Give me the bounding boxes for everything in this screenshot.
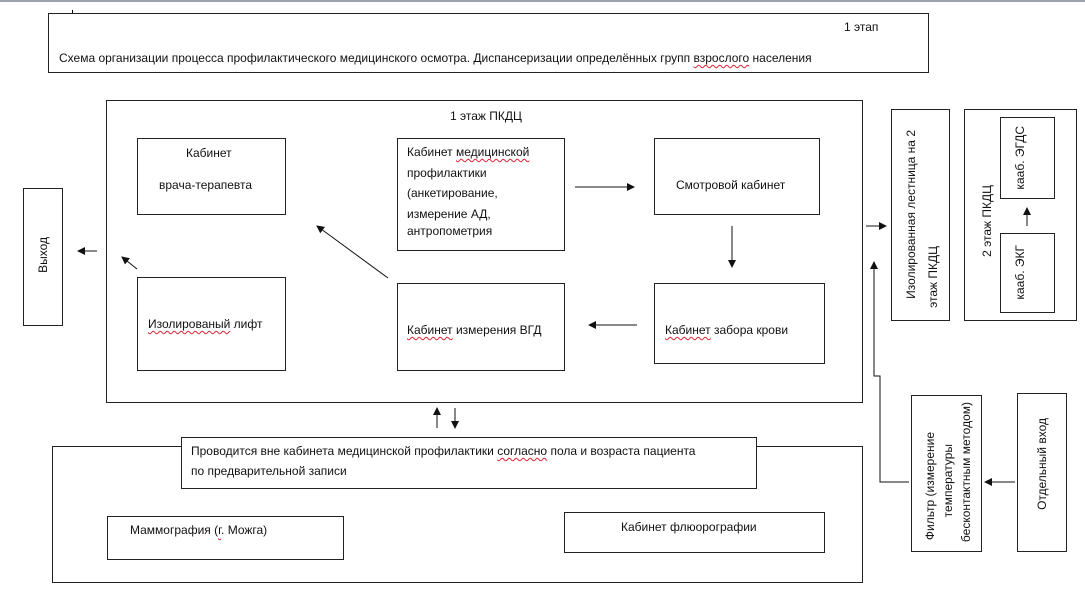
note-line1-a: Проводится вне кабинета медицинской проф… xyxy=(191,444,498,458)
note-line1-b: согласно xyxy=(497,444,548,458)
fluorography-label: Кабинет флюорографии xyxy=(621,520,757,534)
prevention-line4: измерение АД, xyxy=(407,207,491,221)
page-title: Схема организации процесса профилактичес… xyxy=(59,50,812,66)
mammo-a: Маммография ( xyxy=(130,523,219,537)
prevention-line2: профилактики xyxy=(407,166,487,180)
blood-label-a: Кабинет xyxy=(665,323,711,337)
page-title-part2: взрослого xyxy=(693,51,750,65)
lift-label-a: Изолированый xyxy=(148,317,231,331)
iop-label-b: измерения ВГД xyxy=(452,323,542,337)
note-line2: по предварительной записи xyxy=(191,464,347,478)
mammo-b: г xyxy=(218,523,222,537)
therapist-room: Кабинет врача-терапевта xyxy=(137,138,286,215)
exam-room-label: Смотровой кабинет xyxy=(676,178,786,192)
lift-label-b: лифт xyxy=(230,317,263,331)
note-line1-c: пола и возраста пациента xyxy=(547,444,696,458)
separate-entrance: Отдельный вход xyxy=(1017,393,1067,552)
iop-room: Кабинет измерения ВГД xyxy=(397,283,565,371)
note-line1: Проводится вне кабинета медицинской проф… xyxy=(191,443,695,459)
fluorography-room: Кабинет флюорографии xyxy=(564,512,825,553)
therapist-line2: врача-терапевта xyxy=(159,178,253,192)
mammography-label: Маммография (г. Можга) xyxy=(130,522,267,538)
outside-note: Проводится вне кабинета медицинской проф… xyxy=(181,437,757,489)
page-title-part3: населения xyxy=(749,51,812,65)
iop-label: Кабинет измерения ВГД xyxy=(407,322,541,338)
prevention-line1-b: медицинской xyxy=(455,145,530,159)
mammo-c: . Можга) xyxy=(221,523,268,537)
blood-label: Кабинет забора крови xyxy=(665,322,788,338)
header-box: 1 этап Схема организации процесса профил… xyxy=(48,13,929,73)
prevention-line5: антропометрия xyxy=(407,224,493,238)
page-title-part1: Схема организации процесса профилактичес… xyxy=(59,51,694,65)
egds-room: кааб. ЭГДС xyxy=(1000,117,1055,199)
floor1-label: 1 этаж ПКДЦ xyxy=(450,109,522,123)
blood-room: Кабинет забора крови xyxy=(654,283,825,364)
exit-box: Выход xyxy=(23,188,63,326)
blood-label-b: забора крови xyxy=(710,323,789,337)
arrow-iop-to-therapist xyxy=(316,225,389,279)
mammography-room: Маммография (г. Можга) xyxy=(107,516,344,560)
lift-label: Изолированый лифт xyxy=(148,316,262,332)
window-top-border xyxy=(0,0,1085,2)
isolated-lift: Изолированый лифт xyxy=(137,277,286,371)
prevention-room: Кабинет медицинской профилактики (анкети… xyxy=(397,138,565,251)
prevention-line1: Кабинет медицинской xyxy=(407,144,529,160)
prevention-line3: (анкетирование, xyxy=(407,186,498,200)
exam-room: Смотровой кабинет xyxy=(654,138,820,215)
prevention-line1-a: Кабинет xyxy=(407,145,456,159)
temperature-filter: Фильтр (измерение температуры бесконтакт… xyxy=(911,395,982,552)
arrow-filter-to-floor1 xyxy=(870,261,909,483)
arrow-lift-to-exit-diag xyxy=(121,256,138,270)
isolated-stairs: Изолированная лестница на 2 этаж ПКДЦ xyxy=(891,109,950,321)
therapist-line1: Кабинет xyxy=(186,146,232,160)
iop-label-a: Кабинет xyxy=(407,323,453,337)
stage-label: 1 этап xyxy=(844,20,879,34)
ecg-room: кааб. ЭКГ xyxy=(1000,233,1055,313)
